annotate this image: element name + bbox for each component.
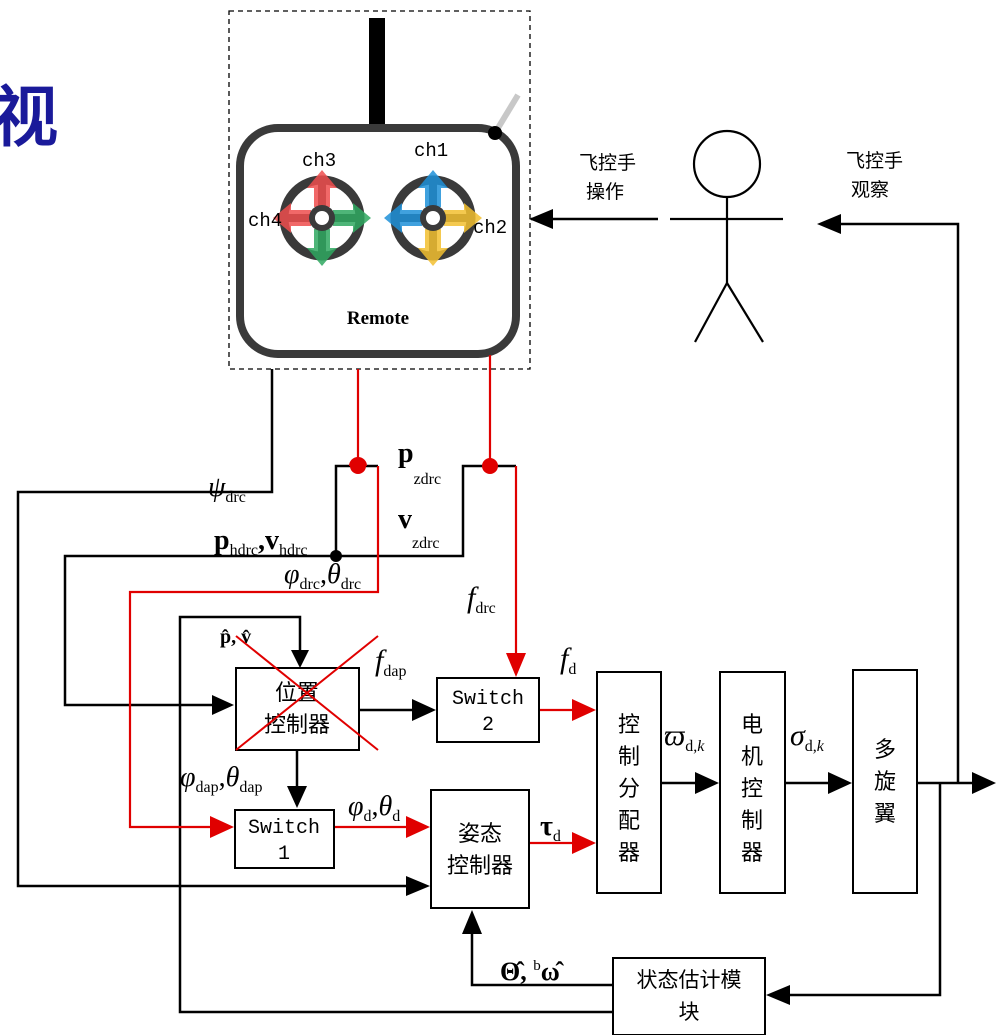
ch4-label: ch4 [248, 210, 282, 232]
phitheta-drc-label: φdrc,θdrc [284, 559, 361, 593]
attitude-controller-line2: 控制器 [447, 854, 513, 879]
switch2-line1: Switch [452, 688, 524, 711]
multirotor-char-1: 多 [874, 738, 896, 763]
f-drc-label: fdrc [467, 581, 496, 617]
state-estimator-block: 状态估计模 块 [613, 958, 765, 1035]
allocator-char-5: 器 [618, 841, 640, 866]
varpi-dk-label: ϖd,k [664, 719, 705, 755]
motor-char-4: 制 [741, 809, 763, 834]
position-controller-line2: 控制器 [264, 713, 330, 738]
pilot-operate-line1: 飞控手 [579, 152, 636, 174]
attitude-controller-line1: 姿态 [458, 822, 502, 847]
multirotor-char-2: 旋 [874, 770, 896, 795]
remote-controller: ch3 ch1 ch4 ch2 Remote [229, 11, 530, 369]
red-wiring [130, 355, 575, 843]
ch2-label: ch2 [473, 217, 507, 239]
red-attitude-drop [130, 466, 378, 827]
remote-label: Remote [347, 308, 409, 329]
f-d-label: fd [560, 642, 576, 678]
motor-controller-block: 电 机 控 制 器 [720, 672, 785, 893]
pilot-figure [670, 131, 783, 342]
allocator-char-3: 分 [618, 777, 640, 802]
motor-char-3: 控 [741, 777, 763, 802]
motor-char-5: 器 [741, 841, 763, 866]
remote-antenna [369, 18, 385, 130]
motor-char-1: 电 [741, 713, 763, 738]
motor-char-2: 机 [741, 745, 763, 770]
allocator-char-1: 控 [618, 713, 640, 738]
pilot-observe-line2: 观察 [851, 179, 889, 201]
switch2-line2: 2 [482, 714, 494, 737]
attitude-controller-block: 姿态 控制器 [431, 790, 529, 908]
theta-omega-hat-label: Θ̂, bω̂ [500, 957, 565, 986]
control-allocator-block: 控 制 分 配 器 [597, 672, 661, 893]
allocator-char-4: 配 [618, 809, 640, 834]
phitheta-dap-label: φdap,θdap [180, 762, 262, 796]
v-zdrc-label: vzdrc [398, 504, 440, 552]
f-dap-label: fdap [375, 644, 406, 680]
pilot-operate-line2: 操作 [586, 181, 624, 203]
switch2-block: Switch 2 [437, 678, 539, 742]
remote-switch-dot [488, 126, 502, 140]
ch3-label: ch3 [302, 150, 336, 172]
multirotor-char-3: 翼 [874, 802, 896, 827]
pilot-observe-line1: 飞控手 [846, 150, 903, 172]
switch1-line1: Switch [248, 817, 320, 840]
pz-vz-line [336, 466, 378, 556]
sigma-dk-label: σd,k [790, 719, 825, 755]
estimator-line1: 状态估计模 [637, 968, 742, 992]
pv-hdrc-label: phdrc,vhdrc [214, 525, 307, 559]
ch1-label: ch1 [414, 140, 448, 162]
p-zdrc-label: pzdrc [398, 438, 441, 488]
allocator-char-2: 制 [618, 745, 640, 770]
estimator-line2: 块 [679, 1000, 700, 1024]
title-fragment: 视 [0, 79, 58, 156]
phitheta-d-label: φd,θd [348, 791, 400, 825]
multirotor-block: 多 旋 翼 [853, 670, 917, 893]
psi-drc-label: ψdrc [208, 472, 246, 506]
p-v-hat-label: p̂, v̂ [220, 626, 251, 648]
switch1-line2: 1 [278, 843, 290, 866]
tau-d-label: τd [540, 811, 561, 845]
switch1-block: Switch 1 [235, 810, 334, 868]
